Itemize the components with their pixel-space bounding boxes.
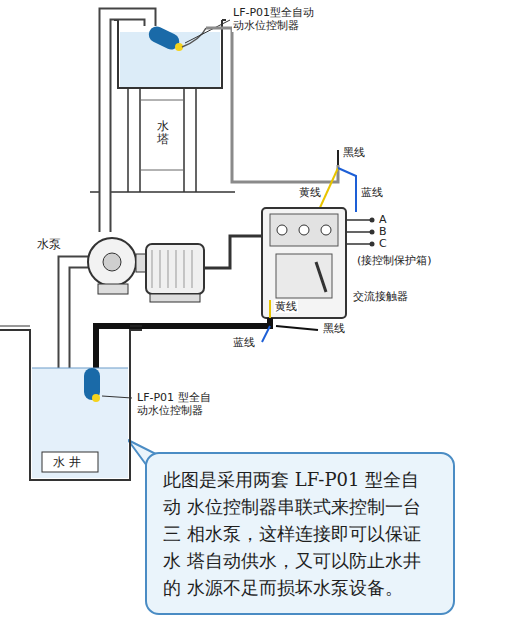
leader-line [185,20,230,43]
well [32,368,128,478]
wire [346,220,372,244]
wire [206,28,338,182]
well [0,326,142,327]
float-switch [175,43,183,51]
water-tower [128,88,196,192]
motor [136,244,204,302]
float-switch [146,24,206,52]
part-label: 水塔 [156,120,170,146]
part-label: 水 井 [52,456,82,469]
float-switch [92,394,100,402]
wire [370,230,375,235]
ac-contactor [262,208,346,318]
water-tower [90,20,235,192]
note-box: 此图是采用两套 LF-P01 型全自动 水位控制器串联式来控制一台三 相水泵，这… [145,452,455,615]
ac-contactor [316,262,326,292]
water-pump [98,284,128,294]
ac-contactor [270,214,338,246]
ac-contactor [299,225,309,235]
part-label: LF-P01型全自动 动水位控制器 [232,6,326,32]
well [0,330,142,480]
water-tower [118,20,222,88]
wire [337,150,339,165]
part-label: 蓝线 [232,336,256,349]
part-label: (接控制保护箱) [356,254,433,267]
part-label: 黑线 [342,146,366,159]
part-label: 黄线 [274,300,298,313]
wire [346,218,375,247]
wire [204,236,262,268]
wire [276,326,318,330]
ac-contactor [277,225,287,235]
pipe [105,14,150,232]
part-label: 蓝线 [360,186,384,199]
wire [262,326,270,342]
well [0,326,142,480]
ac-contactor [262,208,346,318]
pipe [105,14,150,232]
part-label: LF-P01 型全自 动水位控制器 [136,391,222,417]
water-pump [88,238,136,286]
wire [370,218,375,223]
water-pump [88,238,136,294]
part-label: 交流接触器 [352,290,409,303]
part-label: C [378,237,388,250]
ac-contactor [321,225,331,235]
note-text: 此图是采用两套 LF-P01 型全自动 水位控制器串联式来控制一台三 相水泵，这… [163,466,437,601]
motor [136,254,146,272]
wire [338,168,356,212]
well [32,368,128,369]
water-pump [103,253,121,271]
float-switch [182,28,206,47]
motor [146,244,204,294]
float-switch [84,368,100,402]
water-tower [90,191,235,193]
part-label: 黄线 [298,186,322,199]
motor [150,294,200,302]
motor [152,250,192,288]
wire [269,300,271,318]
wire [96,318,270,372]
leader-line [102,396,132,398]
label-box [42,452,98,472]
part-label: 水泵 [36,238,62,251]
part-label: 黑线 [322,322,346,335]
ac-contactor [276,254,332,298]
wire [206,28,356,212]
water-tower [140,100,184,170]
wire [370,242,375,247]
